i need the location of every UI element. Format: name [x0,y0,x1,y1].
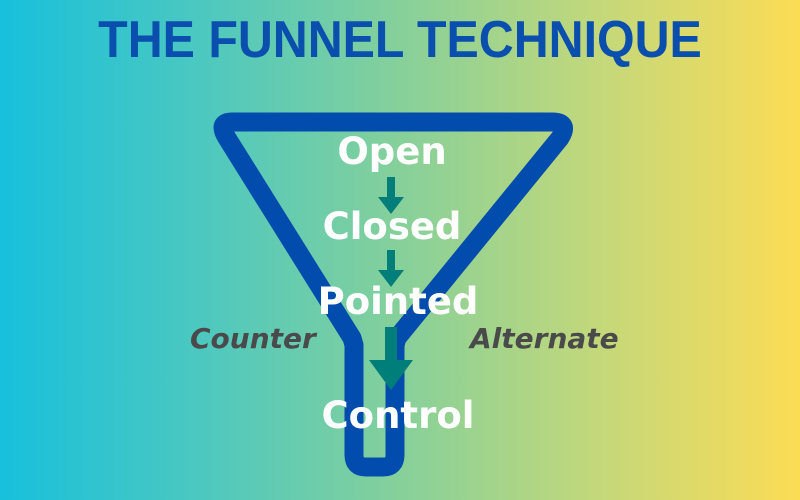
stage-control: Control [321,394,475,437]
stage-pointed: Pointed [317,280,479,323]
counter-label: Counter [190,322,316,355]
alternate-label: Alternate [470,322,619,355]
arrow-down-icon [369,327,413,390]
diagram-title: THE FUNNEL TECHNIQUE [98,11,702,69]
arrow-down-icon [378,250,404,287]
stage-closed: Closed [322,205,462,248]
arrow-down-icon [378,177,404,214]
stage-open: Open [337,130,447,173]
funnel-shape [213,112,574,477]
